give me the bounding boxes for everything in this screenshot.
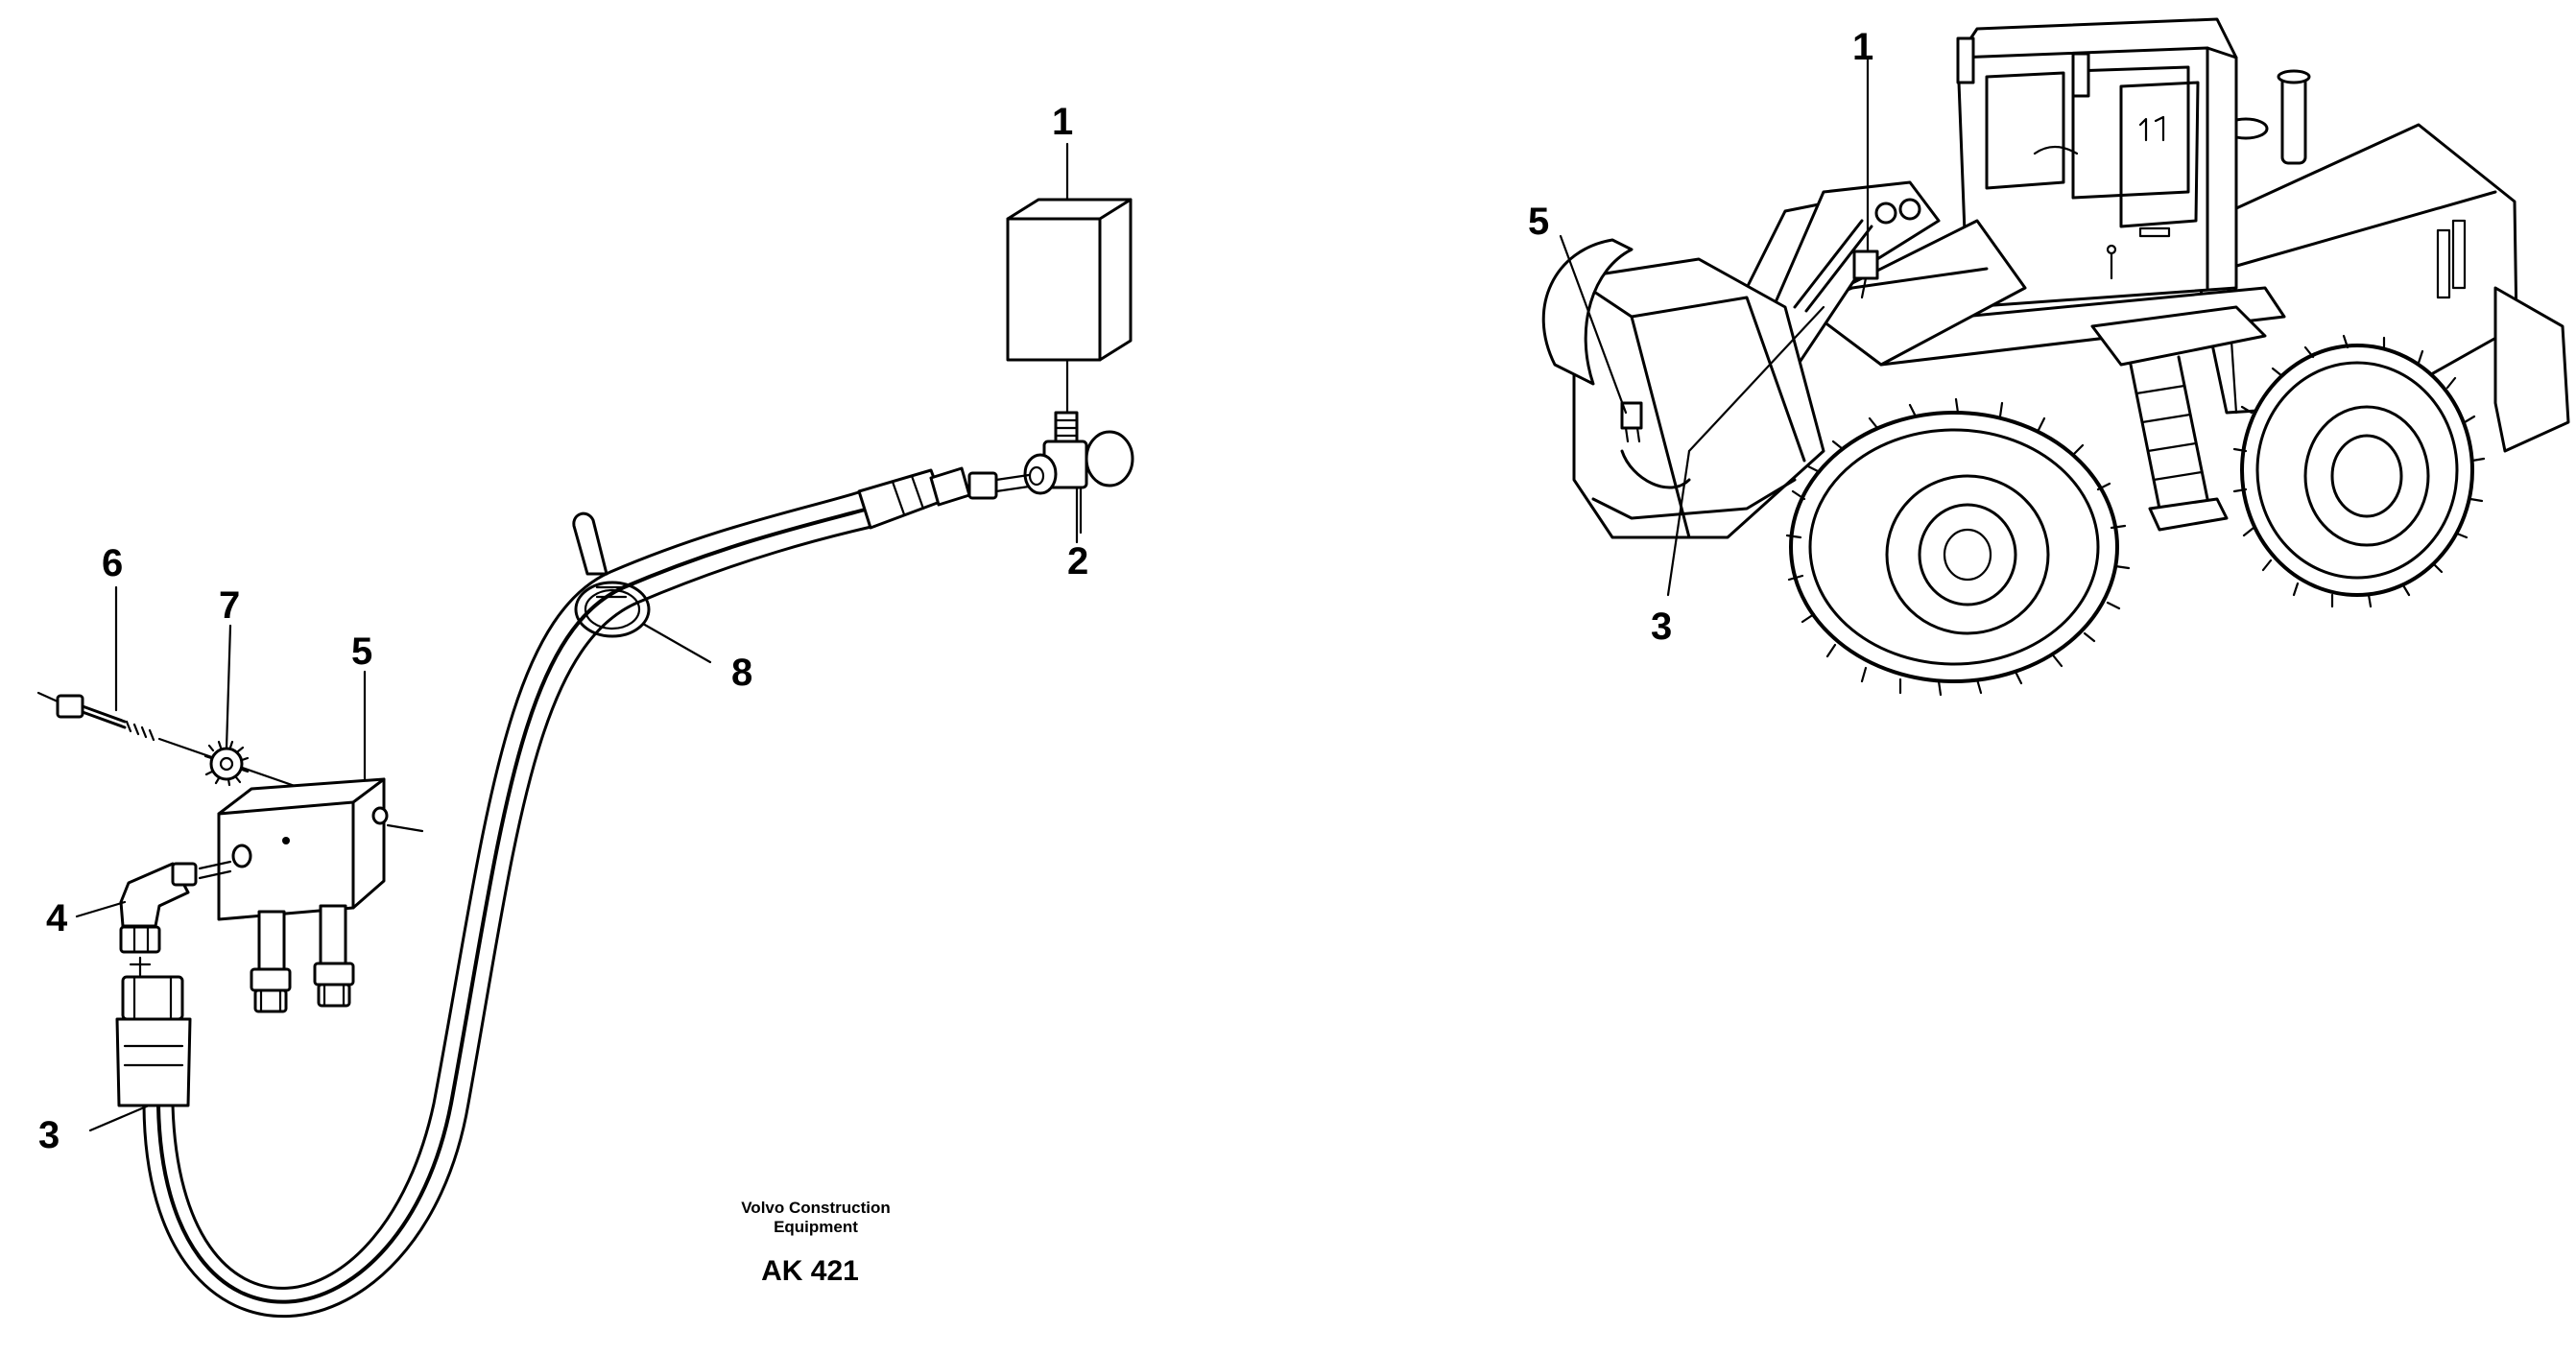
callout-leaders: [75, 142, 1083, 1132]
exploded-parts-view: 1 2 3 4 5 6 7 8 Volvo Construction Equip…: [36, 101, 1134, 1318]
tee-connector-part: [1023, 411, 1134, 544]
bolt-part: [36, 691, 299, 789]
callout-3: 3: [38, 1114, 60, 1156]
loader-callout-1: 1: [1852, 26, 1873, 68]
wheel-loader-overview: 1 3 5: [1528, 17, 2570, 697]
elbow-fitting-part: [119, 860, 232, 977]
valve-block-part: [217, 777, 424, 1013]
callout-4: 4: [46, 897, 68, 939]
callout-8: 8: [731, 652, 752, 694]
callout-2: 2: [1067, 540, 1088, 582]
callout-1: 1: [1052, 101, 1073, 143]
manufacturer-caption-line2: Equipment: [774, 1218, 858, 1236]
lock-washer-part: [203, 740, 250, 787]
callout-6: 6: [102, 542, 123, 584]
callout-7: 7: [219, 584, 240, 627]
diagram-code: AK 421: [761, 1255, 859, 1287]
callout-5: 5: [351, 630, 372, 673]
loader-callout-3: 3: [1651, 606, 1672, 648]
sensor-box-part: [1006, 198, 1133, 415]
loader-callout-5: 5: [1528, 201, 1549, 243]
hydraulic-hose-part: [115, 466, 1031, 1318]
rear-wheel: [2232, 334, 2486, 608]
hose-clamp-part: [572, 511, 651, 638]
manufacturer-caption-line1: Volvo Construction: [741, 1199, 891, 1217]
front-wheel: [1785, 397, 2131, 697]
